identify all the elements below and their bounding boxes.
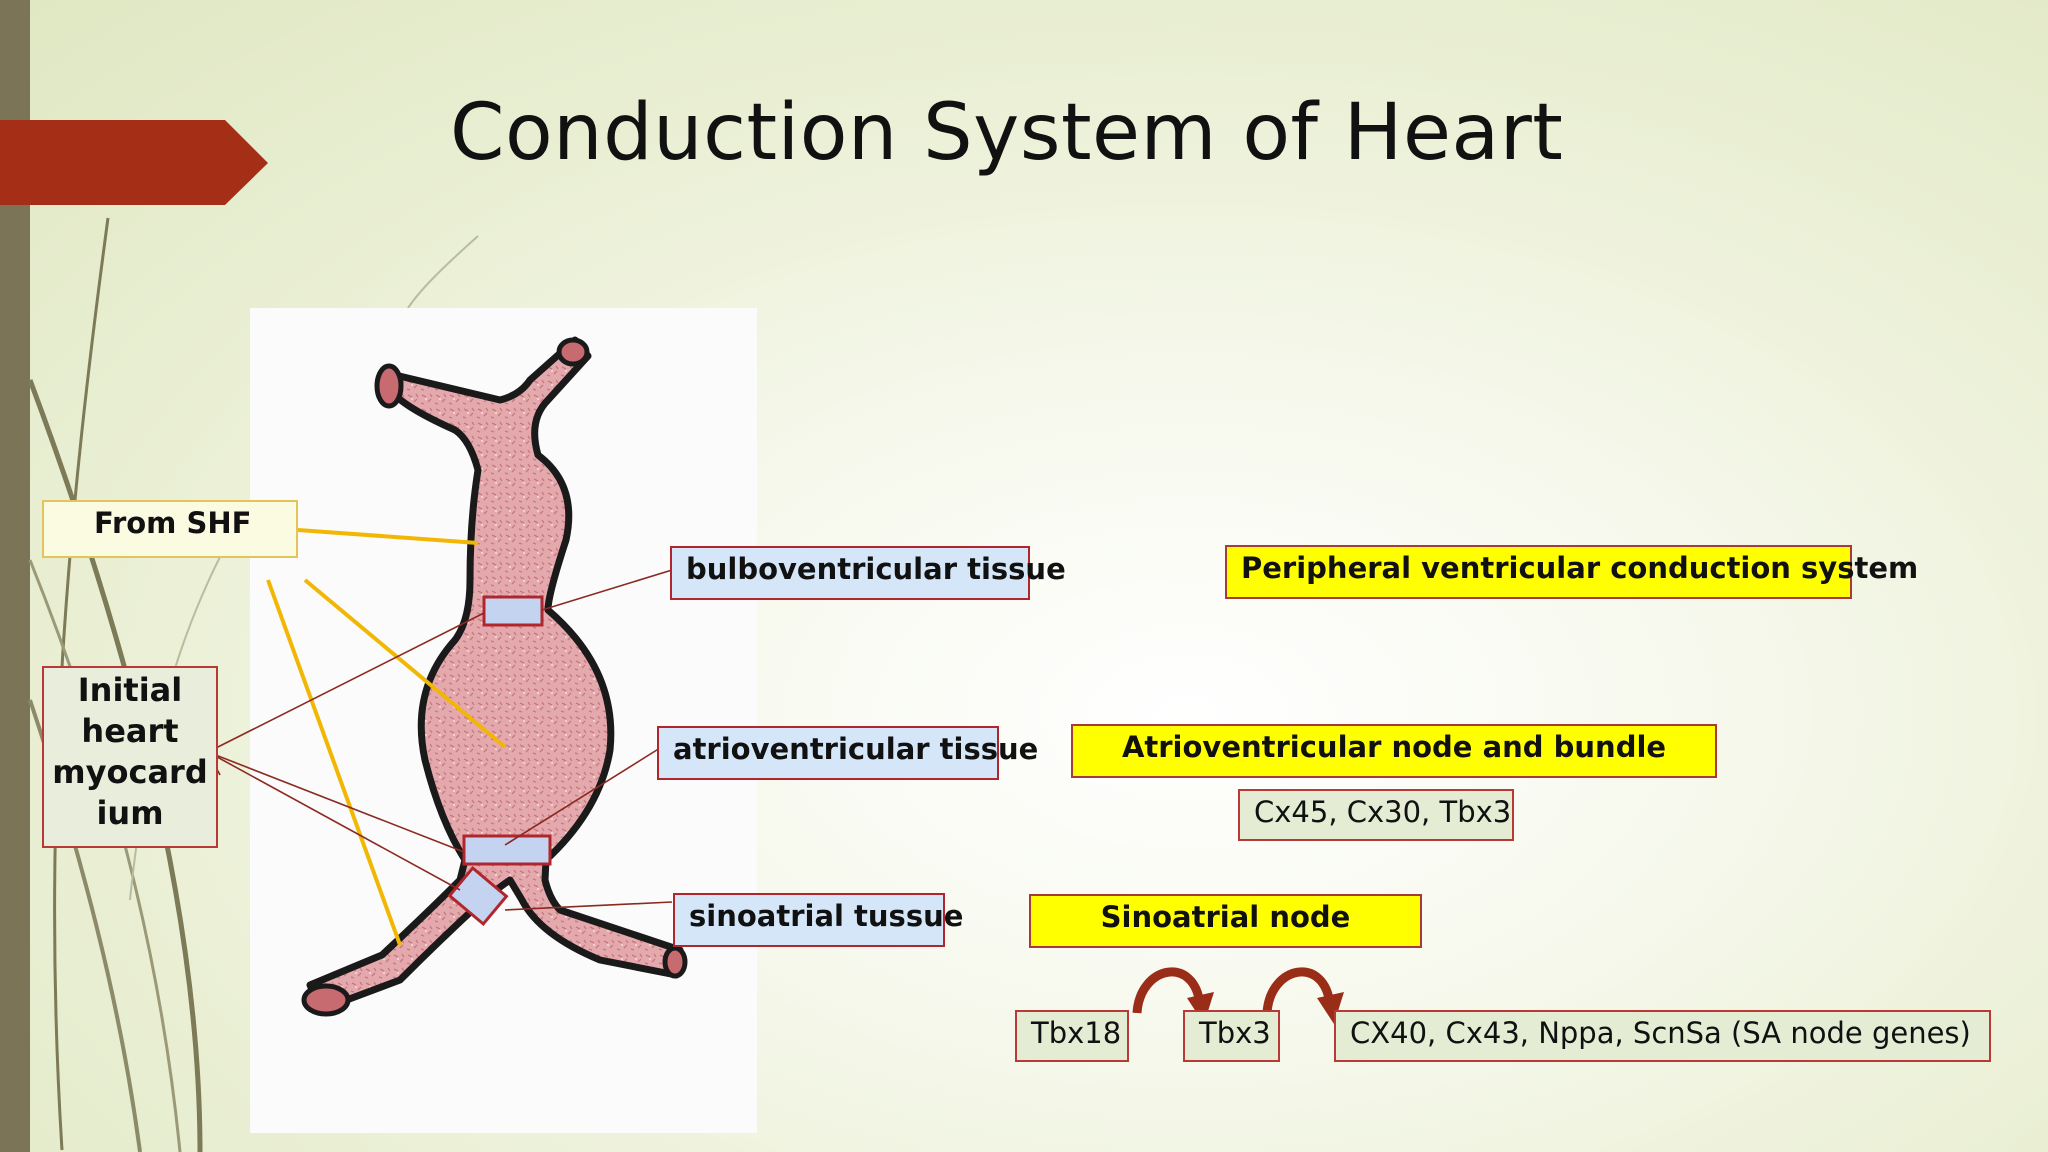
gene-box-sa-node-genes: CX40, Cx43, Nppa, ScnSa (SA node genes)	[1334, 1010, 1991, 1062]
peripheral-conduction-label: Peripheral ventricular conduction system	[1225, 545, 1918, 599]
slide-title: Conduction System of Heart	[450, 88, 1564, 178]
curved-arrow-icon	[1132, 967, 1205, 1014]
gene-box-tbx3: Tbx3	[1183, 1010, 1280, 1062]
initial-myocardium-label: Initial heart myocard ium	[42, 666, 218, 848]
bulboventricular-marker	[482, 595, 544, 627]
shf-pointer	[266, 579, 402, 946]
heart-tube-body	[306, 336, 684, 1014]
arrowhead-icon	[1187, 992, 1214, 1024]
sinoatrial-marker	[447, 865, 509, 927]
av-node-label: Atrioventricular node and bundle	[1071, 724, 1717, 778]
atrioventricular-marker	[462, 834, 552, 866]
av-genes-label: Cx45, Cx30, Tbx3	[1238, 789, 1514, 841]
title-chevron	[0, 120, 268, 205]
sa-node-label: Sinoatrial node	[1029, 894, 1422, 948]
sinoatrial-label: sinoatrial tussue	[673, 893, 963, 947]
inflow-opening	[662, 945, 688, 979]
curved-arrow-icon	[1262, 967, 1335, 1014]
shf-pointer	[303, 578, 507, 749]
outflow-opening	[556, 337, 590, 367]
bulboventricular-label: bulboventricular tissue	[670, 546, 1066, 600]
gene-box-tbx18: Tbx18	[1015, 1010, 1129, 1062]
grass-blade	[53, 217, 110, 1151]
atrioventricular-label: atrioventricular tissue	[657, 726, 1038, 780]
grass-blade	[28, 559, 182, 1152]
outflow-opening	[374, 363, 404, 409]
arrowhead-icon	[1317, 992, 1344, 1024]
from-shf-label: From SHF	[42, 500, 298, 558]
heart-tube-outline	[301, 336, 688, 1017]
inflow-opening	[301, 983, 351, 1017]
grass-blade	[407, 235, 479, 309]
shf-pointer	[297, 528, 479, 545]
